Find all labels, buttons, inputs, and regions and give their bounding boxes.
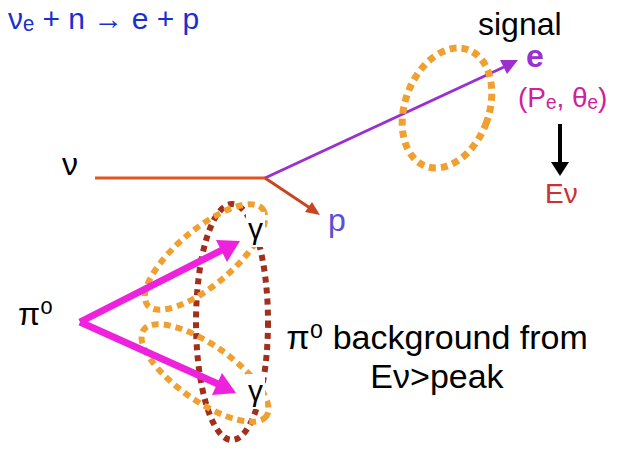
photon-arrowhead bbox=[216, 240, 240, 262]
proton-track bbox=[265, 178, 310, 208]
gamma-label: γ bbox=[246, 374, 265, 409]
gamma-ring bbox=[128, 307, 283, 439]
electron-track bbox=[265, 67, 504, 178]
signal-label: signal bbox=[478, 6, 562, 43]
reaction-equation: νₑ + n → e + p bbox=[8, 2, 199, 37]
photon-arrow bbox=[80, 250, 222, 322]
gamma-label: γ bbox=[246, 212, 265, 247]
electron-arrowhead bbox=[500, 60, 518, 74]
cherenkov-ring bbox=[386, 35, 507, 180]
kinematics-label: (Pₑ, θₑ) bbox=[518, 82, 607, 114]
neutrino-track bbox=[95, 177, 265, 180]
down-arrow bbox=[558, 124, 562, 164]
electron-label: e bbox=[526, 38, 544, 75]
photon-arrowhead bbox=[212, 373, 236, 395]
pion-label: π⁰ bbox=[18, 296, 53, 333]
down-arrowhead bbox=[551, 162, 569, 176]
proton-label: p bbox=[328, 202, 346, 239]
photon-arrow bbox=[80, 322, 218, 384]
neutrino-label: ν bbox=[62, 146, 78, 183]
proton-arrowhead bbox=[305, 202, 320, 215]
background-note: π⁰ background from Eν>peak bbox=[282, 318, 592, 396]
energy-label: Eν bbox=[545, 178, 578, 210]
